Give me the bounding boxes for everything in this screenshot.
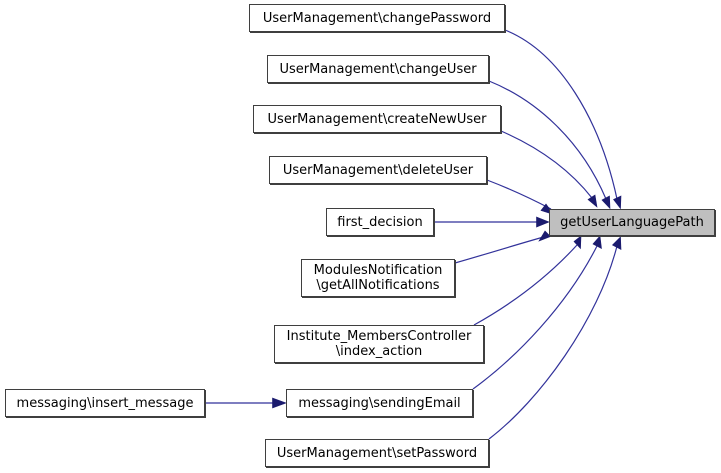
- node-get-user-language-path[interactable]: getUserLanguagePath: [549, 209, 715, 236]
- node-label: messaging\insert_message: [16, 395, 194, 411]
- edge-deleteUser-to-getUserLanguagePath: [486, 179, 555, 216]
- node-user-management-change-user[interactable]: UserManagement\changeUser: [267, 55, 489, 83]
- node-user-management-create-new-user[interactable]: UserManagement\createNewUser: [253, 105, 501, 133]
- node-label: UserManagement\createNewUser: [267, 111, 487, 127]
- node-label: ModulesNotification \getAllNotifications: [313, 263, 443, 293]
- node-label: UserManagement\setPassword: [276, 445, 478, 461]
- node-label: UserManagement\changePassword: [262, 10, 492, 26]
- node-label: Institute_MembersController \index_actio…: [286, 329, 472, 359]
- node-institute-members-controller-index-action[interactable]: Institute_MembersController \index_actio…: [274, 325, 484, 363]
- node-label: first_decision: [337, 214, 423, 230]
- edge-changeUser-to-getUserLanguagePath: [488, 80, 611, 210]
- node-label: UserManagement\changeUser: [279, 61, 477, 77]
- node-user-management-change-password[interactable]: UserManagement\changePassword: [249, 4, 505, 32]
- edge-setPassword-to-getUserLanguagePath: [488, 236, 622, 440]
- edge-sendingEmail-to-getUserLanguagePath: [472, 235, 602, 390]
- node-modules-notification-get-all-notifications[interactable]: ModulesNotification \getAllNotifications: [301, 259, 455, 297]
- edge-InstituteMembersController-to-getUserLanguagePath: [473, 235, 582, 326]
- node-messaging-insert-message[interactable]: messaging\insert_message: [5, 389, 205, 417]
- node-label: getUserLanguagePath: [560, 215, 704, 230]
- edge-first_decision-to-getUserLanguagePath: [434, 216, 550, 228]
- node-label: UserManagement\deleteUser: [282, 162, 474, 178]
- node-label: messaging\sendingEmail: [298, 395, 461, 411]
- edge-changePassword-to-getUserLanguagePath: [504, 29, 622, 210]
- node-user-management-set-password[interactable]: UserManagement\setPassword: [265, 439, 489, 467]
- node-user-management-delete-user[interactable]: UserManagement\deleteUser: [269, 156, 487, 184]
- node-messaging-sending-email[interactable]: messaging\sendingEmail: [286, 389, 473, 417]
- edge-insert_message-to-sendingEmail: [205, 397, 287, 409]
- edge-ModulesNotification-to-getUserLanguagePath: [454, 230, 552, 264]
- edge-createNewUser-to-getUserLanguagePath: [500, 130, 598, 208]
- node-first-decision[interactable]: first_decision: [326, 208, 434, 236]
